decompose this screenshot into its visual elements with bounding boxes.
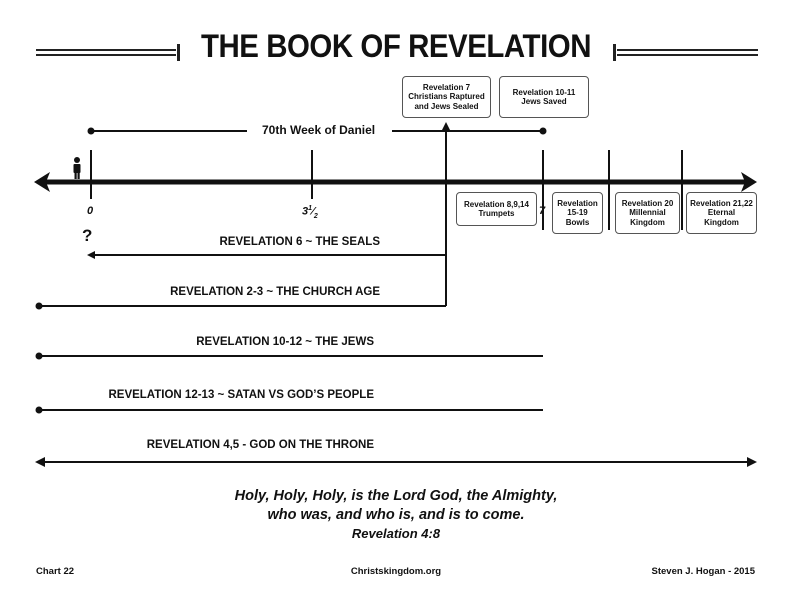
footer-author: Steven J. Hogan - 2015 (651, 566, 755, 577)
page-title: THE BOOK OF REVELATION (200, 28, 592, 64)
jews-label: REVELATION 10-12 ~ THE JEWS (196, 336, 374, 348)
box-rev7: Revelation 7 Christians Raptured and Jew… (402, 76, 491, 118)
title-rule-right (613, 44, 758, 61)
box-rev15-19: Revelation 15-19 Bowls (552, 192, 603, 234)
box-rev8-9-14: Revelation 8,9,14 Trumpets (456, 192, 537, 226)
box-rev21-22: Revelation 21,22 Eternal Kingdom (686, 192, 757, 234)
week-label: 70th Week of Daniel (262, 123, 376, 137)
satan-line (35, 406, 543, 414)
person-icon (73, 157, 81, 179)
week-span (87, 127, 547, 135)
jews-line (35, 352, 543, 360)
verse-line-1: Holy, Holy, Holy, is the Lord God, the A… (234, 488, 558, 504)
tick-seven-label: 7 (539, 205, 546, 217)
footer-chart-number: Chart 22 (36, 566, 75, 577)
church-age-label: REVELATION 2-3 ~ THE CHURCH AGE (170, 286, 380, 298)
footer-website: Christskingdom.org (350, 566, 442, 577)
seals-label: REVELATION 6 ~ THE SEALS (219, 236, 381, 248)
verse-line-2: who was, and who is, and is to come. (267, 507, 525, 523)
throne-line (35, 457, 757, 467)
title-rule-left (36, 44, 180, 61)
verse-reference: Revelation 4:8 (351, 526, 441, 541)
church-age-line (35, 302, 446, 310)
throne-label: REVELATION 4,5 - GOD ON THE THRONE (146, 439, 374, 451)
tick-half-label: 31⁄2 (302, 205, 318, 220)
satan-label: REVELATION 12-13 ~ SATAN VS GOD’S PEOPLE (108, 389, 374, 401)
box-rev10-11: Revelation 10-11 Jews Saved (499, 76, 589, 118)
main-timeline (34, 172, 757, 192)
tick-zero-label: 0 (87, 205, 94, 217)
box-rev20: Revelation 20 Millennial Kingdom (615, 192, 680, 234)
question-mark: ? (82, 226, 93, 245)
